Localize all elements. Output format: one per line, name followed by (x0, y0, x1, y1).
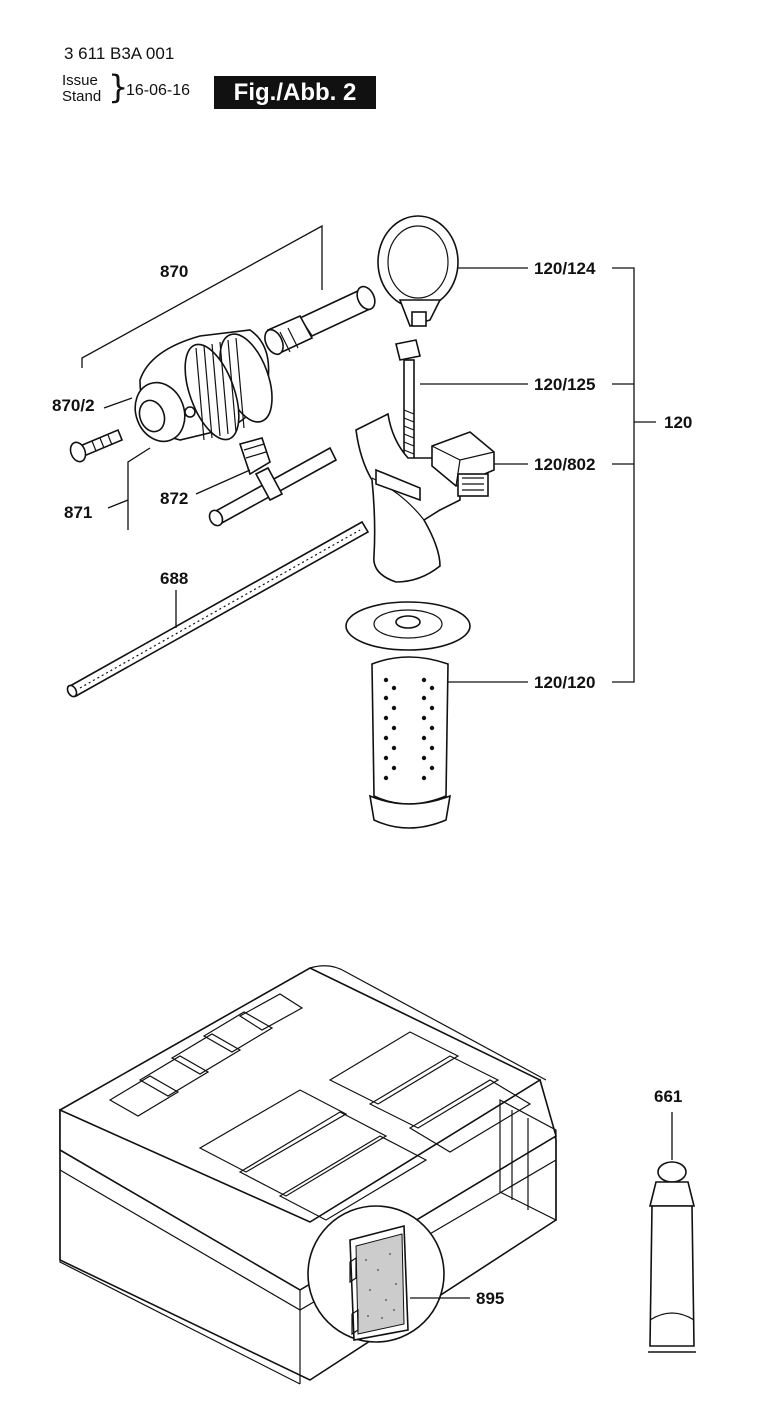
issue-stand-label: Issue Stand (62, 73, 101, 105)
part-120-120-side-handle[interactable] (345, 601, 528, 829)
part-870-chuck-assembly[interactable] (81, 224, 378, 448)
part-895-case-insert[interactable] (307, 1205, 470, 1343)
label-120-125: 120/125 (534, 375, 595, 394)
issue-label: Issue (62, 72, 98, 89)
figure-title: Fig./Abb. 2 (214, 76, 376, 109)
stand-label: Stand (62, 88, 102, 105)
label-120-802: 120/802 (534, 455, 595, 474)
label-120-124: 120/124 (534, 259, 596, 278)
part-120-bracket (612, 267, 656, 683)
carrying-case[interactable] (59, 965, 557, 1385)
part-661-grease-tube[interactable] (648, 1112, 696, 1353)
part-number: 3 611 B3A 001 (64, 44, 175, 63)
part-688-depth-rod[interactable] (66, 520, 370, 698)
label-895: 895 (476, 1289, 504, 1308)
label-120-120: 120/120 (534, 673, 595, 692)
label-870-2: 870/2 (52, 396, 95, 415)
part-120-802-depth-stop[interactable] (355, 412, 528, 583)
label-871: 871 (64, 503, 92, 522)
part-120-124-clamp-band[interactable] (377, 215, 528, 327)
label-870: 870 (160, 262, 188, 281)
label-872: 872 (160, 489, 188, 508)
label-120: 120 (664, 413, 692, 432)
label-688: 688 (160, 569, 188, 588)
part-870-2-screw[interactable] (68, 397, 133, 464)
part-872-chuck-key[interactable] (107, 437, 338, 530)
part-120-125-threaded-rod[interactable] (395, 339, 528, 469)
label-661: 661 (654, 1087, 682, 1106)
brace-icon: } (108, 68, 129, 106)
issue-date: 16-06-16 (126, 82, 191, 99)
